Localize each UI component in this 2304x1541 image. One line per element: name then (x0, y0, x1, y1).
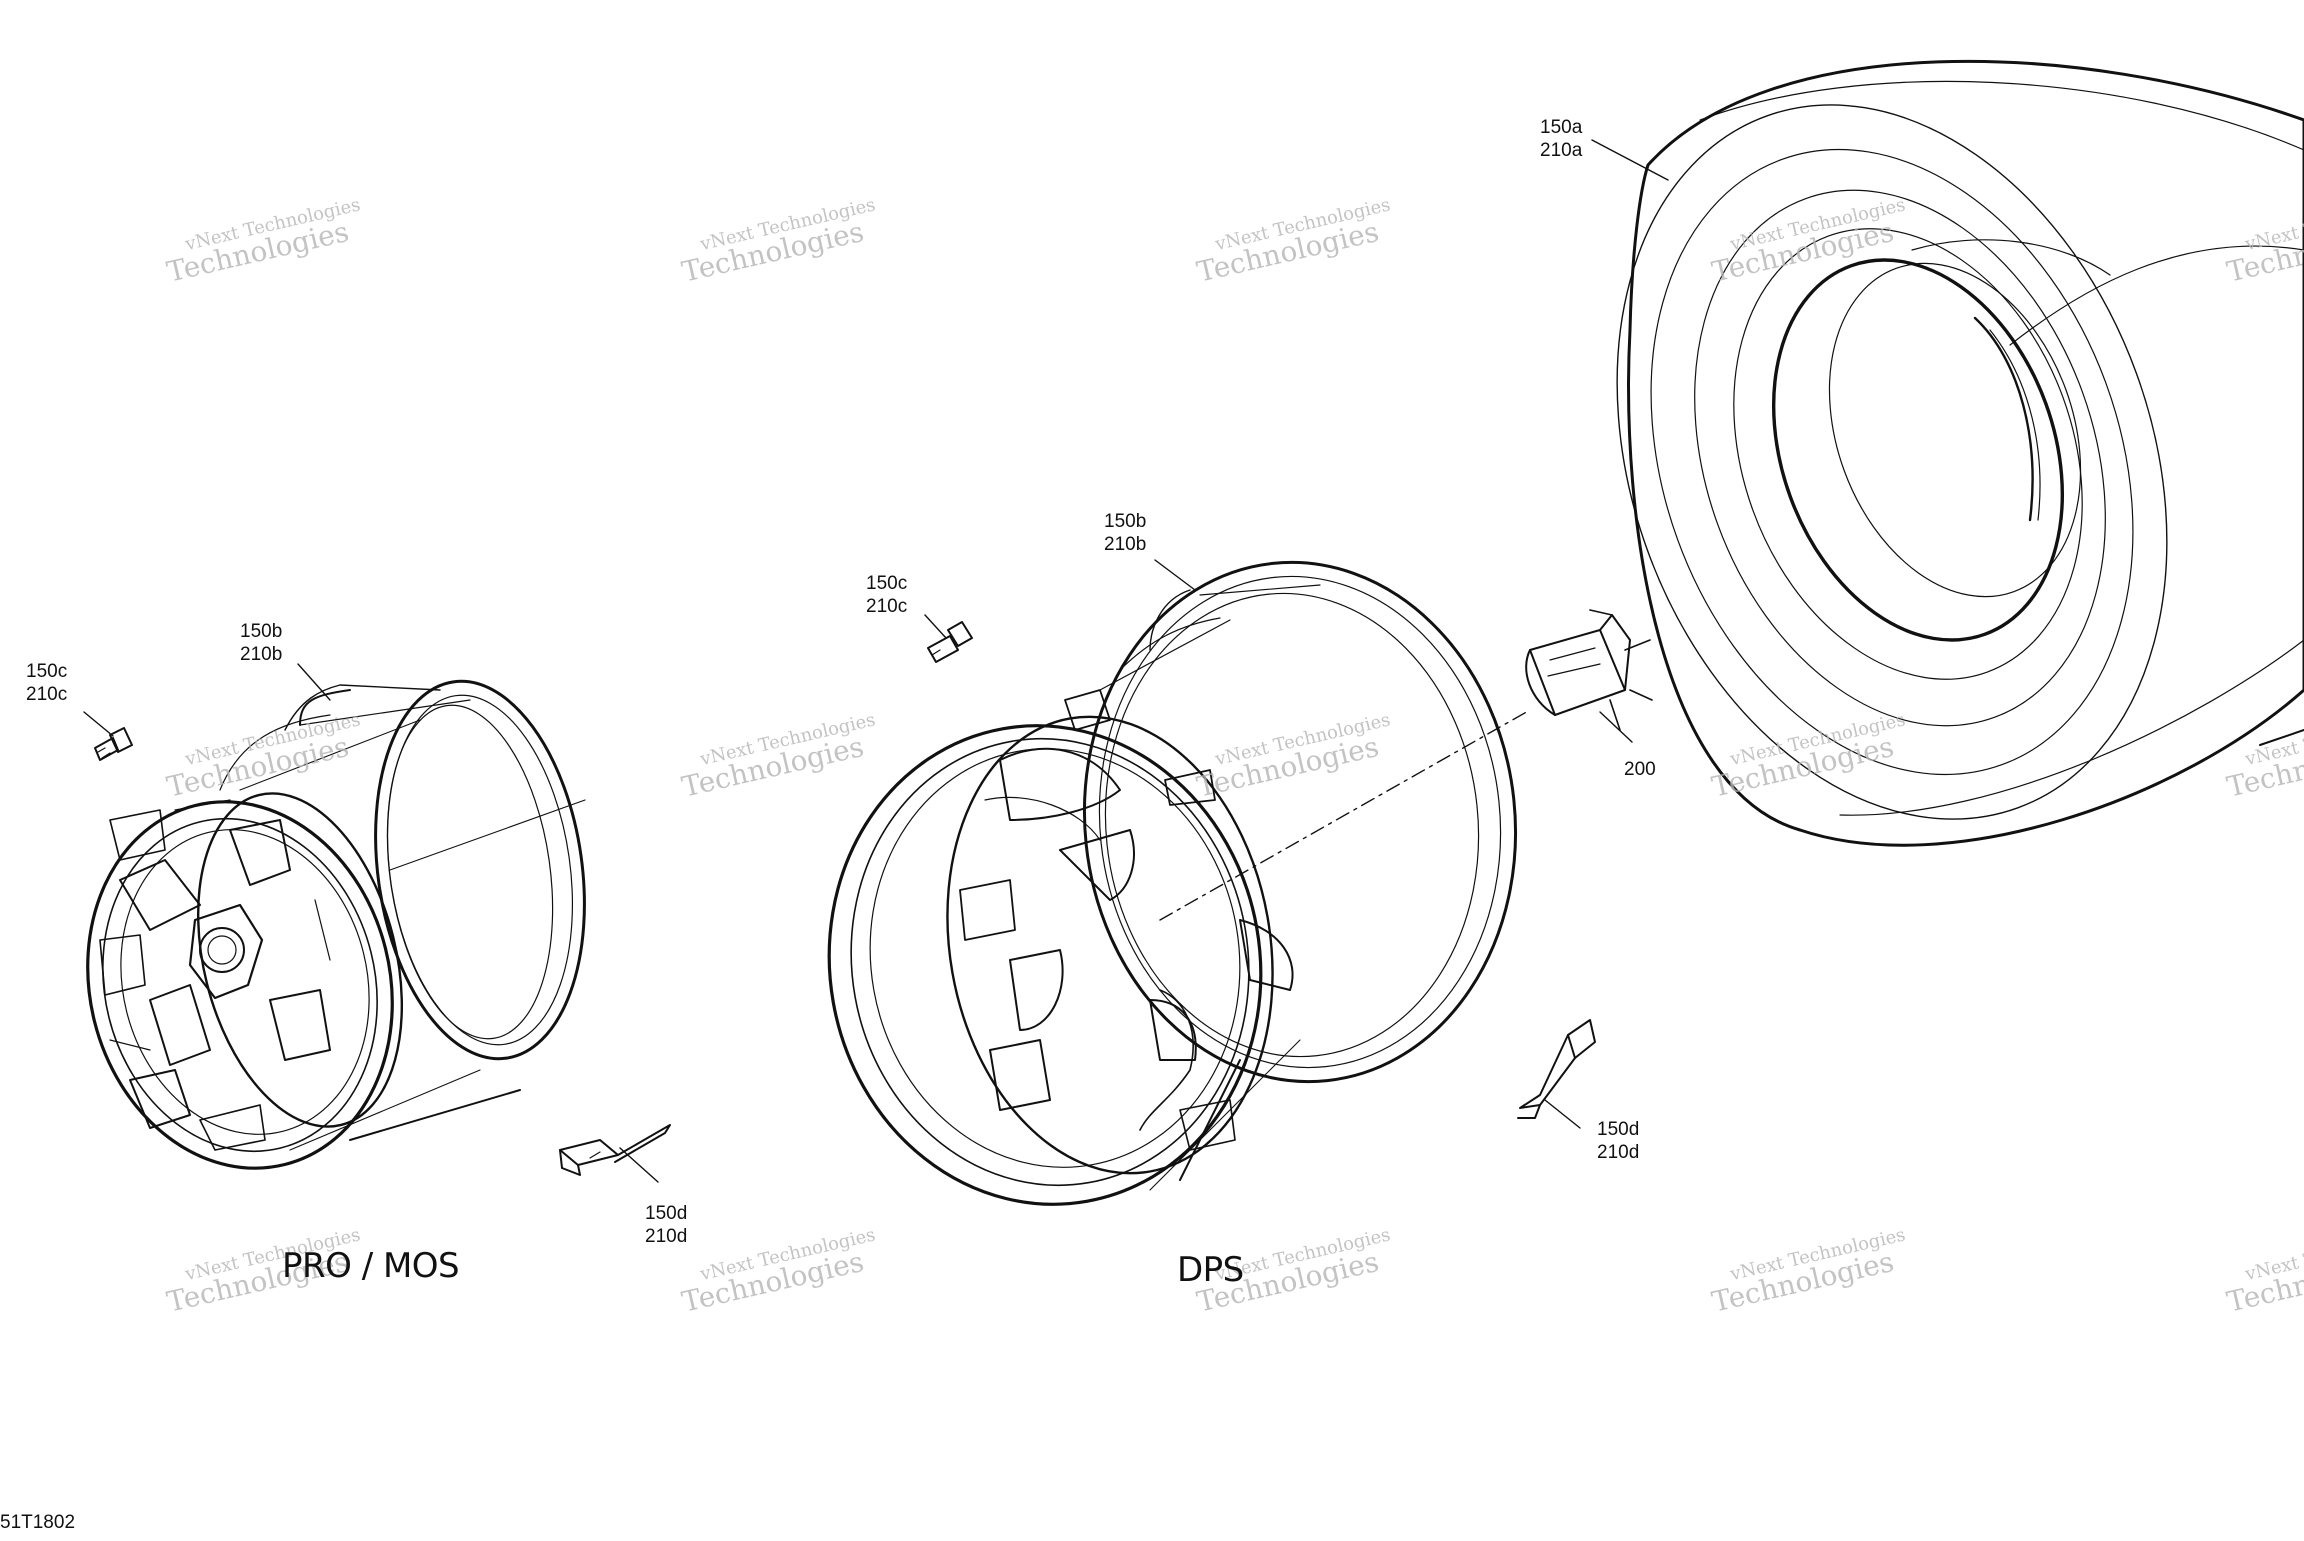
center-valve-stem-illustration (927, 621, 973, 663)
part-number: 150d (1597, 1119, 1640, 1140)
left-wheel-illustration (86, 679, 586, 1170)
left-balance-weight-illustration (559, 1124, 671, 1176)
part-number: 210d (645, 1226, 688, 1247)
part-number: 210b (240, 644, 283, 665)
center-balance-weight-illustration (1517, 1019, 1596, 1119)
center-wheel-illustration (827, 560, 1531, 1206)
part-number: 150d (645, 1203, 688, 1224)
part-number: 150b (1104, 511, 1147, 532)
callout-left-rim[interactable]: 150b 210b (240, 620, 282, 666)
callout-center-valve[interactable]: 150c 210c (866, 572, 907, 618)
part-number: 210c (26, 684, 68, 705)
part-number: 150c (866, 573, 908, 594)
callout-center-rim[interactable]: 150b 210b (1104, 510, 1146, 556)
callout-left-valve[interactable]: 150c 210c (26, 660, 67, 706)
part-number: 210b (1104, 534, 1147, 555)
part-number: 210a (1540, 140, 1583, 161)
callout-left-weight[interactable]: 150d 210d (645, 1202, 687, 1248)
callout-center-weight[interactable]: 150d 210d (1597, 1118, 1639, 1164)
part-number: 210c (866, 596, 908, 617)
hub-cap-illustration (1525, 609, 1653, 731)
drawing-code: 51T1802 (0, 1512, 76, 1533)
callout-hub-cap[interactable]: 200 (1624, 758, 1656, 781)
left-valve-stem-illustration (94, 727, 133, 761)
part-number: 200 (1624, 759, 1656, 780)
part-number: 150c (26, 661, 68, 682)
callout-tire[interactable]: 150a 210a (1540, 116, 1582, 162)
caption-pro-mos: PRO / MOS (282, 1246, 460, 1286)
part-number: 150a (1540, 117, 1583, 138)
tire-illustration (1616, 59, 2304, 847)
part-number: 210d (1597, 1142, 1640, 1163)
callout-leaders (83, 139, 1669, 1183)
part-number: 150b (240, 621, 283, 642)
caption-dps: DPS (1177, 1250, 1244, 1290)
